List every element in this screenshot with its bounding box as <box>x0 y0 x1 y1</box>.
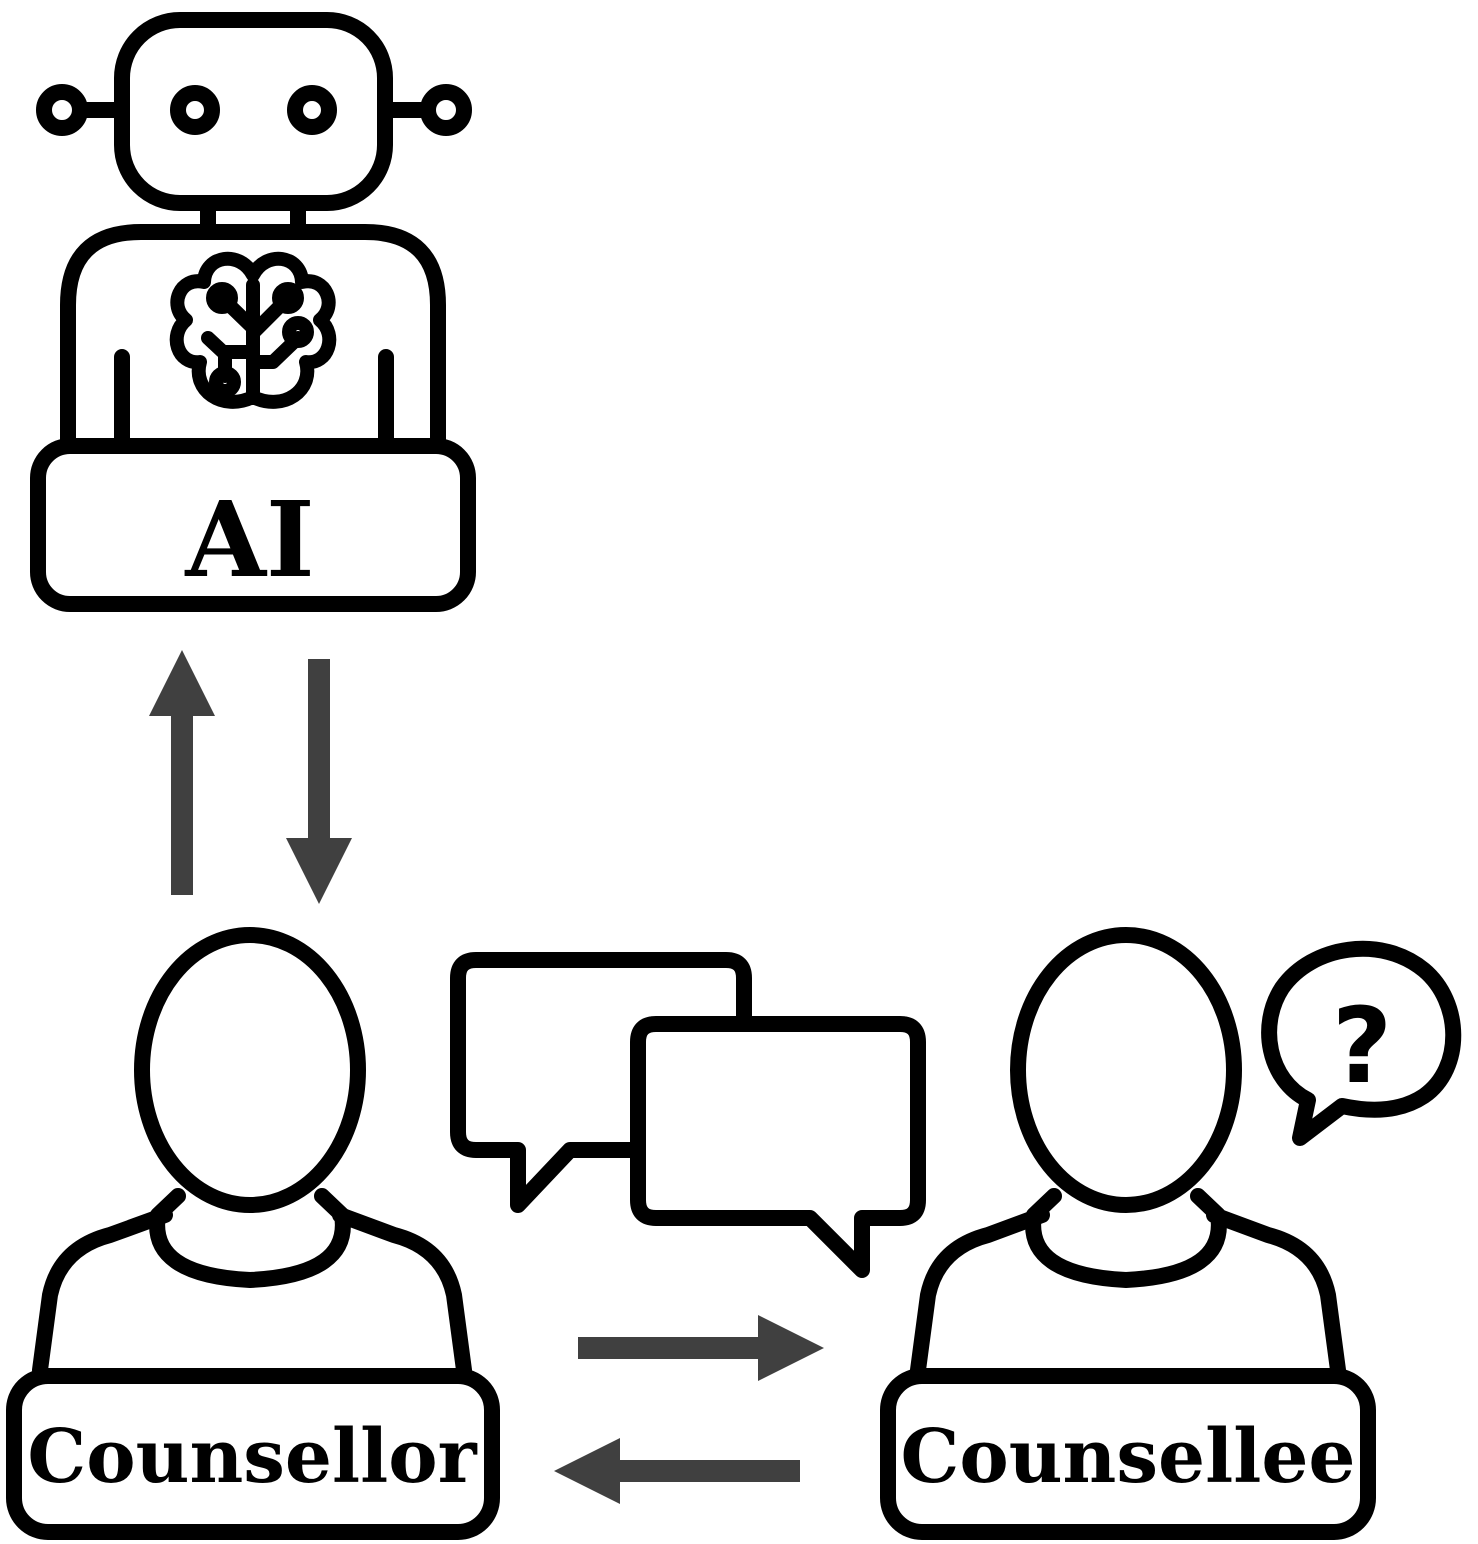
speech-bubbles-icon <box>450 952 926 1278</box>
counsellor-label: Counsellor <box>27 1414 477 1500</box>
down-arrow-shaft <box>308 659 330 844</box>
up-arrow-shaft <box>171 712 193 895</box>
right-arrow-head <box>758 1315 824 1381</box>
right-arrow-shaft <box>578 1337 764 1359</box>
left-arrow-head <box>554 1438 620 1504</box>
brain-circuit-icon <box>169 251 337 409</box>
arrow-icon <box>149 650 352 904</box>
robot-icon <box>30 12 476 612</box>
counsellee-person-icon <box>880 927 1376 1540</box>
arrow-icon <box>554 1315 824 1504</box>
left-arrow-shaft <box>614 1460 800 1482</box>
down-arrow-head <box>286 838 352 904</box>
question-mark: ? <box>1332 985 1392 1107</box>
counsellor-person-icon <box>6 927 500 1540</box>
up-arrow-head <box>149 650 215 716</box>
counsellee-label: Counsellee <box>901 1414 1356 1500</box>
question-bubble-icon: ? <box>1261 940 1462 1146</box>
ai-label: AI <box>184 478 314 601</box>
